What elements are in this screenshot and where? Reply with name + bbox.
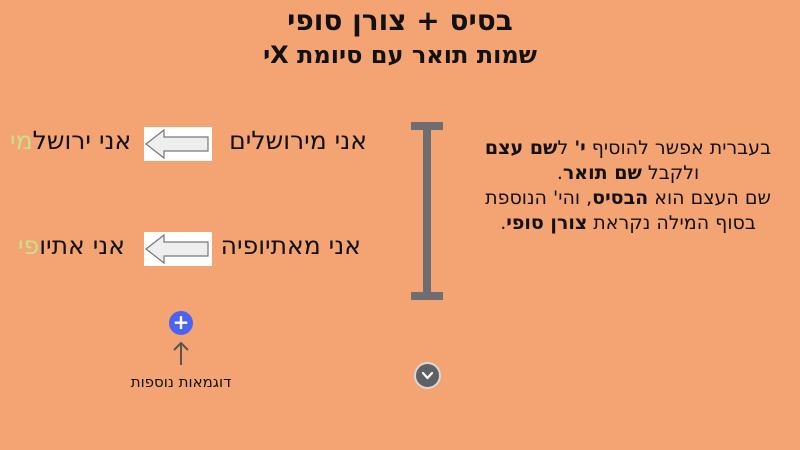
explanation-text-part: . — [556, 162, 563, 184]
explanation-text-part: ולקבל — [641, 162, 700, 184]
result-phrase: אני אתיופי — [18, 231, 125, 260]
example-row: אני מאתיופיה אני אתיופי — [0, 229, 400, 269]
explanation-suffix: צורן סופי — [506, 212, 588, 234]
next-button[interactable] — [414, 362, 441, 389]
more-examples-label: דוגמאות נוספות — [130, 373, 232, 391]
divider — [409, 122, 445, 302]
left-arrow-icon — [144, 232, 212, 266]
plus-icon: + — [172, 310, 190, 334]
source-phrase: אני מירושלים — [229, 126, 367, 155]
explanation-yod: י' — [574, 137, 586, 159]
result-phrase: אני ירושלמי — [10, 126, 131, 155]
explanation-text-part: בעברית אפשר להוסיף — [585, 137, 772, 159]
page-subtitle: שמות תואר עם סיומת Xי — [263, 41, 537, 69]
source-phrase: אני מאתיופיה — [220, 231, 361, 260]
more-examples-button[interactable]: + — [169, 311, 193, 335]
explanation-text-part: , והי' הנוספת בסוף המילה נקראת — [485, 187, 756, 234]
example-row: אני מירושלים אני ירושלמי — [0, 124, 400, 164]
result-suffix: פי — [18, 231, 40, 260]
explanation-text-part: . — [500, 212, 507, 234]
explanation-text-part: שם העצם הוא — [648, 187, 771, 209]
result-base: אני אתיו — [39, 231, 126, 260]
up-arrow-icon — [171, 340, 191, 366]
explanation-text-part: ל — [557, 137, 575, 159]
explanation-text: בעברית אפשר להוסיף י' לשם עצם ולקבל שם ת… — [478, 136, 778, 236]
explanation-adjective: שם תואר — [562, 162, 642, 184]
result-base: אני ירושל — [32, 126, 132, 155]
result-suffix: מי — [10, 126, 33, 155]
left-arrow-icon — [144, 127, 212, 161]
explanation-noun: שם עצם — [484, 137, 558, 159]
page-title: בסיס + צורן סופי — [287, 4, 513, 37]
chevron-down-icon — [421, 371, 434, 380]
explanation-base: הבסיס — [592, 187, 649, 209]
